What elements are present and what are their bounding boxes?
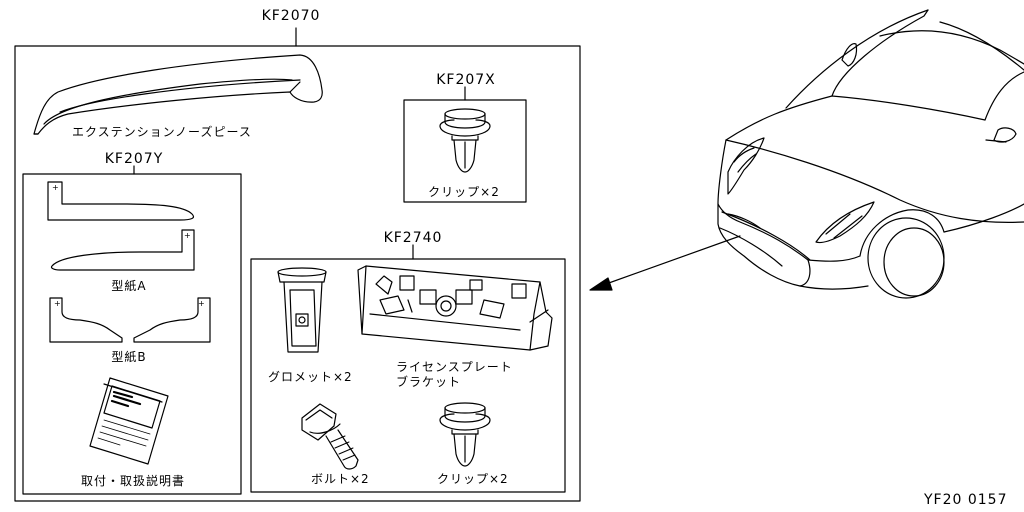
pattern-a-drawing: + +	[47, 181, 195, 271]
bracket-label-line1: ライセンスプレート	[396, 360, 513, 374]
clip-drawing-bracket	[439, 402, 491, 467]
grommet-drawing	[277, 267, 327, 353]
bracket-box	[250, 244, 566, 493]
grommet-label: グロメット×2	[268, 370, 353, 384]
kit-frame	[14, 27, 581, 502]
svg-text:+: +	[184, 231, 191, 240]
template-box	[22, 165, 242, 495]
pattern-b-label: 型紙B	[111, 350, 147, 364]
pattern-b-drawing: + +	[49, 297, 211, 343]
template-part-number: KF207Y	[104, 151, 164, 167]
clip-box	[403, 86, 527, 203]
license-plate-bracket-drawing	[357, 265, 553, 351]
bracket-part-number: KF2740	[383, 230, 443, 246]
bracket-clip-label: クリップ×2	[437, 472, 509, 486]
clip-drawing-single	[439, 108, 491, 173]
pointer-arrow	[589, 235, 741, 291]
car-illustration	[717, 9, 1024, 299]
extension-nose-piece-label: エクステンションノーズピース	[72, 125, 252, 139]
bracket-label-line2: ブラケット	[396, 375, 462, 389]
svg-text:+: +	[198, 299, 205, 308]
instruction-manual-label: 取付・取扱説明書	[80, 474, 186, 488]
clip-part-number: KF207X	[436, 72, 496, 88]
svg-text:+: +	[52, 183, 59, 192]
clip-quantity-label: クリップ×2	[428, 185, 500, 199]
main-part-number: KF2070	[261, 8, 321, 24]
pattern-a-label: 型紙A	[111, 279, 147, 293]
diagram-code: YF20 0157	[924, 492, 1008, 508]
svg-text:+: +	[54, 299, 61, 308]
bolt-drawing	[301, 403, 359, 470]
extension-nose-piece-drawing	[33, 54, 323, 135]
instruction-manual-drawing	[89, 377, 169, 465]
bolt-label: ボルト×2	[311, 472, 370, 486]
